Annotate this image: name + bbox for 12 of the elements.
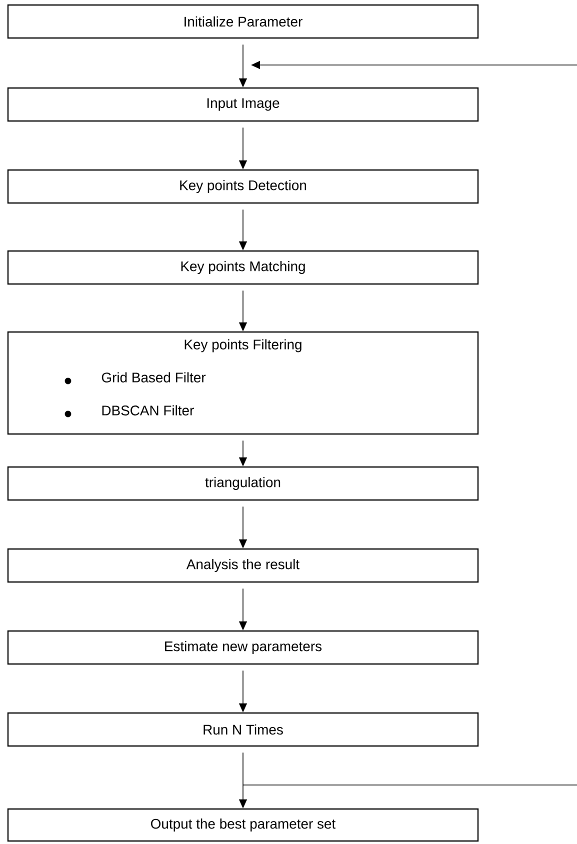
process-box: Initialize Parameter [7,4,479,39]
bullet-text: DBSCAN Filter [102,405,194,416]
process-box: Analysis the result [7,548,479,583]
bullet-text: Grid Based Filter [102,372,206,382]
process-box: Estimate new parameters [7,630,479,665]
process-box: Key points Detection [7,169,479,204]
loop-line [242,784,577,786]
process-box: Output the best parameter set [7,808,479,842]
process-box: Input Image [7,87,479,122]
process-box: triangulation [7,466,479,501]
process-box: Run N Times [7,712,479,747]
process-box: Key points Matching [7,250,479,285]
